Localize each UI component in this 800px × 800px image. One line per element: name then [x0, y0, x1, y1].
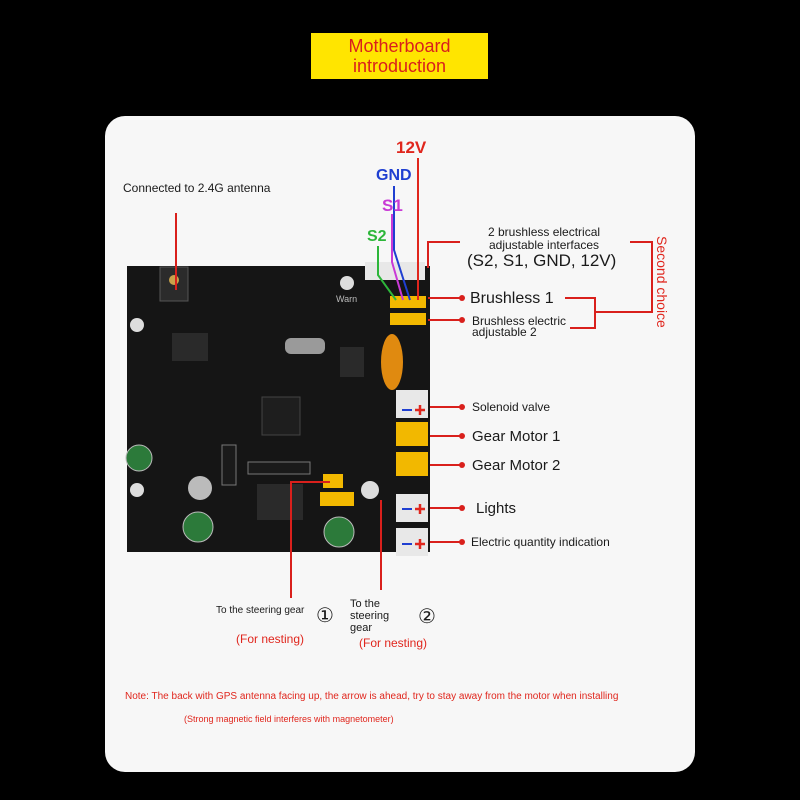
brushless2-line1: Brushless electric [472, 314, 567, 328]
yellow-header [390, 313, 426, 325]
second-choice-label: Second choice [654, 236, 670, 328]
chip [172, 333, 208, 361]
brushless2-label: Brushless electric adjustable 2 [472, 314, 567, 339]
interfaces-label: 2 brushless electrical adjustable interf… [488, 226, 600, 252]
interfaces-pins-label: (S2, S1, GND, 12V) [467, 251, 617, 270]
second-choice-line2: choice [654, 287, 670, 328]
second-choice-line1: Second [654, 236, 670, 284]
capacitor [323, 516, 355, 548]
mount-hole [340, 276, 354, 290]
pin-s2-label: S2 [367, 228, 387, 245]
mcu-chip [261, 396, 301, 436]
steering2-label: To the steering gear [350, 598, 389, 634]
mount-hole [130, 318, 144, 332]
capacitor [182, 511, 214, 543]
gear-motor2-label: Gear Motor 2 [472, 457, 561, 474]
yellow-connector [396, 452, 428, 476]
mount-hole [361, 481, 379, 499]
arrow-dot [459, 462, 465, 468]
antenna-connector [169, 275, 179, 285]
steering2-nesting: (For nesting) [359, 636, 428, 650]
antenna-label: Connected to 2.4G antenna [123, 181, 271, 195]
electric-quantity-label: Electric quantity indication [471, 535, 610, 549]
solenoid-label: Solenoid valve [472, 400, 551, 414]
arrow-dot [459, 505, 465, 511]
pointer-steering1 [290, 481, 330, 598]
regulator-chip [340, 347, 364, 377]
pin-12v-label: 12V [396, 138, 427, 157]
pin-header [221, 444, 237, 486]
title-line1: Motherboard [348, 36, 451, 56]
polarity-marks [402, 405, 425, 549]
plus-mark [415, 405, 425, 415]
arrow-dot [459, 317, 465, 323]
steering2-number: ② [418, 606, 436, 628]
title-line2: introduction [352, 56, 447, 76]
arrow-heads [459, 295, 465, 545]
arrow-dot [459, 295, 465, 301]
pointer-lines [175, 213, 653, 598]
capacitor [188, 476, 212, 500]
wire-s2 [377, 246, 397, 301]
white-connector [396, 528, 428, 556]
title-box: Motherboard introduction [311, 33, 488, 79]
fuse [381, 334, 403, 390]
white-connector [396, 390, 428, 418]
brushless2-line2: adjustable 2 [472, 325, 537, 339]
interfaces-line1: 2 brushless electrical [488, 225, 601, 239]
steering2-line2: steering [350, 610, 390, 622]
yellow-header [320, 492, 354, 506]
circuit-board: Warn [125, 262, 430, 556]
regulator-chip [257, 484, 303, 520]
yellow-header [323, 474, 343, 488]
bracket-second-choice [595, 241, 653, 313]
gear-motor1-label: Gear Motor 1 [472, 428, 561, 445]
capacitor [125, 444, 153, 472]
plus-mark [415, 539, 425, 549]
pin-header [247, 461, 311, 475]
steering2-line3: gear [350, 622, 373, 634]
board-text: Warn [336, 294, 357, 304]
wire-s1 [391, 214, 404, 301]
pin-gnd-label: GND [376, 167, 412, 184]
arrow-dot [459, 433, 465, 439]
pin-wires [377, 158, 419, 301]
plus-mark [415, 504, 425, 514]
bracket-brushless [565, 297, 596, 329]
steering1-label: To the steering gear [216, 605, 305, 616]
lights-label: Lights [476, 500, 517, 517]
steering2-line1: To the [350, 598, 380, 610]
steering1-number: ① [316, 605, 334, 627]
wire-gnd [393, 186, 411, 301]
note-text: Note: The back with GPS antenna facing u… [125, 691, 619, 702]
crystal [285, 338, 325, 354]
brushless1-label: Brushless 1 [470, 290, 554, 307]
mount-hole [130, 483, 144, 497]
pointer-interfaces [427, 241, 460, 268]
yellow-connector [396, 422, 428, 446]
note-subtext: (Strong magnetic field interferes with m… [184, 714, 394, 724]
arrow-dot [459, 539, 465, 545]
pin-s1-label: S1 [382, 196, 403, 215]
steering1-nesting: (For nesting) [236, 632, 305, 646]
arrow-dot [459, 404, 465, 410]
interfaces-line2: adjustable interfaces [488, 238, 600, 252]
